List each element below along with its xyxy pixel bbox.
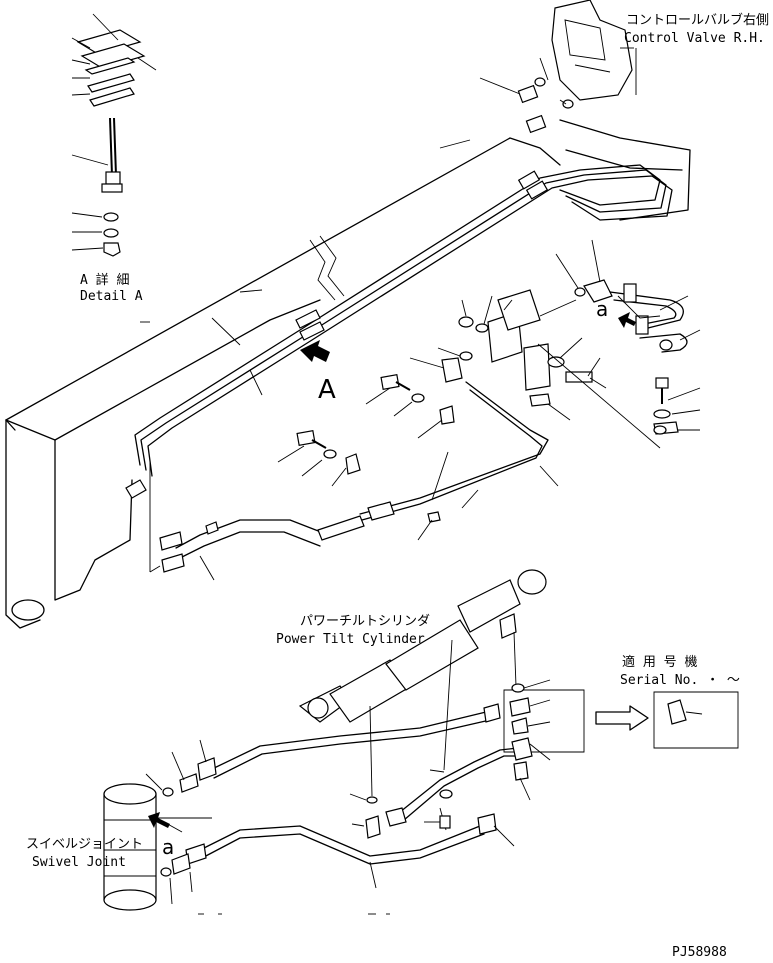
control-valve-label-en: Control Valve R.H. — [624, 31, 765, 46]
serial-label-en: Serial No. ・ ～ — [620, 673, 740, 688]
ref-arrow-upper — [618, 312, 636, 328]
view-a-arrow — [300, 340, 330, 362]
fitting-group-box — [503, 679, 585, 753]
swivel-label-en: Swivel Joint — [32, 855, 126, 870]
upper-hydraulic-tubes — [134, 119, 691, 477]
view-a-label: A — [318, 375, 336, 405]
ref-a-upper: a — [596, 297, 608, 321]
bolt-washer-group-right — [589, 377, 701, 435]
middle-hydraulic-hoses — [149, 381, 559, 581]
ref-a-lower: a — [162, 835, 174, 859]
lower-hydraulic-hoses — [145, 703, 551, 905]
serial-box — [595, 691, 739, 749]
frame-clamps — [125, 309, 325, 499]
mid-fittings — [277, 357, 463, 487]
detail-a-title-en: Detail A — [80, 289, 143, 304]
junction-block-assembly — [437, 239, 661, 449]
detail-a-assembly — [71, 13, 157, 257]
power-tilt-label-en: Power Tilt Cylinder — [276, 632, 425, 647]
serial-label-jp: 適 用 号 機 — [622, 654, 697, 670]
power-tilt-cylinder — [298, 569, 547, 797]
drawing-number: PJ58988 — [672, 945, 727, 960]
frame-structure — [5, 137, 561, 629]
detail-a-title-jp: A 詳 細 — [80, 272, 129, 288]
swivel-joint — [103, 783, 183, 911]
swivel-label-jp: スイベルジョイント — [26, 837, 143, 852]
control-valve — [479, 0, 637, 134]
u-hose-right — [609, 283, 701, 353]
control-valve-label-jp: コントロールバルブ右側 — [626, 12, 769, 28]
power-tilt-label-jp: パワーチルトシリンダ — [300, 614, 430, 629]
